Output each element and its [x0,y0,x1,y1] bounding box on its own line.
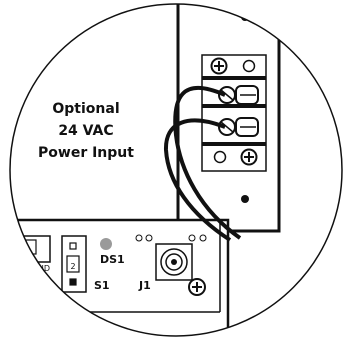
wire-clamp-icon [218,85,259,105]
phillips-screw-icon [188,278,206,296]
terminal-hole-bottom [213,150,227,164]
wire-2 [163,118,232,242]
s1-label: S1 [94,279,110,292]
ds1-led [100,238,112,250]
terminal-hole-top [242,59,256,73]
power-wires [163,85,242,242]
detail-frame [9,3,343,337]
mounting-hole-bottom [241,195,249,203]
detail-view: GND 2 S1 DS1 J1 [10,4,281,336]
wire-1 [173,85,242,240]
phillips-screw-icon [210,57,228,75]
circuit-board: GND 2 S1 DS1 J1 [10,218,230,336]
callout-line-2: 24 VAC [58,123,113,139]
wire-clamp-icon [218,117,259,137]
phillips-screw-icon [240,148,258,166]
terminal-block [201,54,267,172]
s1-position: 2 [70,262,75,271]
j1-label: J1 [138,279,151,292]
callout-line-1: Optional [52,101,119,117]
callout-line-3: Power Input [38,145,134,161]
ds1-label: DS1 [100,253,125,266]
callout-label: Optional 24 VAC Power Input [38,101,134,161]
